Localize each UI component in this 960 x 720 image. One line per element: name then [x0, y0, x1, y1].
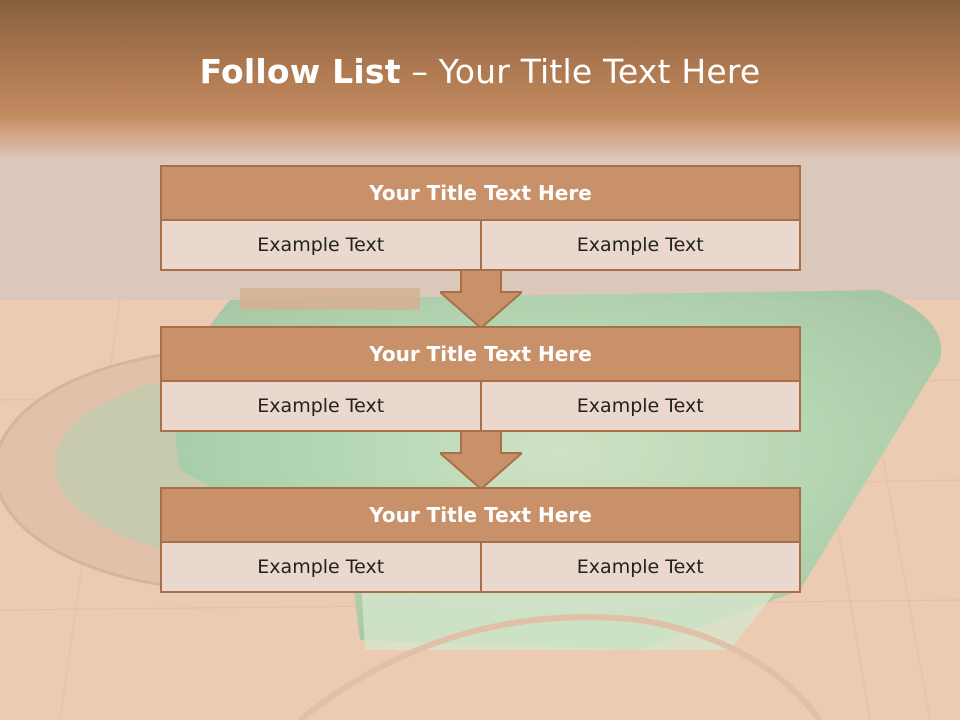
- down-arrow-icon: [440, 270, 522, 328]
- step-cell-left: Example Text: [160, 382, 482, 432]
- step-row: Example Text Example Text: [160, 221, 801, 271]
- down-arrow-icon: [440, 431, 522, 489]
- step-block-3: Your Title Text Here Example Text Exampl…: [160, 487, 801, 593]
- step-cell-right: Example Text: [481, 382, 801, 432]
- title-band: [0, 0, 960, 160]
- slide-title-bold: Follow List: [199, 52, 401, 91]
- step-row: Example Text Example Text: [160, 382, 801, 432]
- step-cell-left: Example Text: [160, 543, 482, 593]
- step-cell-right: Example Text: [481, 543, 801, 593]
- step-title: Your Title Text Here: [160, 165, 801, 221]
- step-title: Your Title Text Here: [160, 326, 801, 382]
- step-title: Your Title Text Here: [160, 487, 801, 543]
- step-block-2: Your Title Text Here Example Text Exampl…: [160, 326, 801, 432]
- step-row: Example Text Example Text: [160, 543, 801, 593]
- slide-title: Follow List – Your Title Text Here: [0, 52, 960, 91]
- step-cell-left: Example Text: [160, 221, 482, 271]
- slide-title-rest: – Your Title Text Here: [400, 52, 761, 91]
- step-block-1: Your Title Text Here Example Text Exampl…: [160, 165, 801, 271]
- step-cell-right: Example Text: [481, 221, 801, 271]
